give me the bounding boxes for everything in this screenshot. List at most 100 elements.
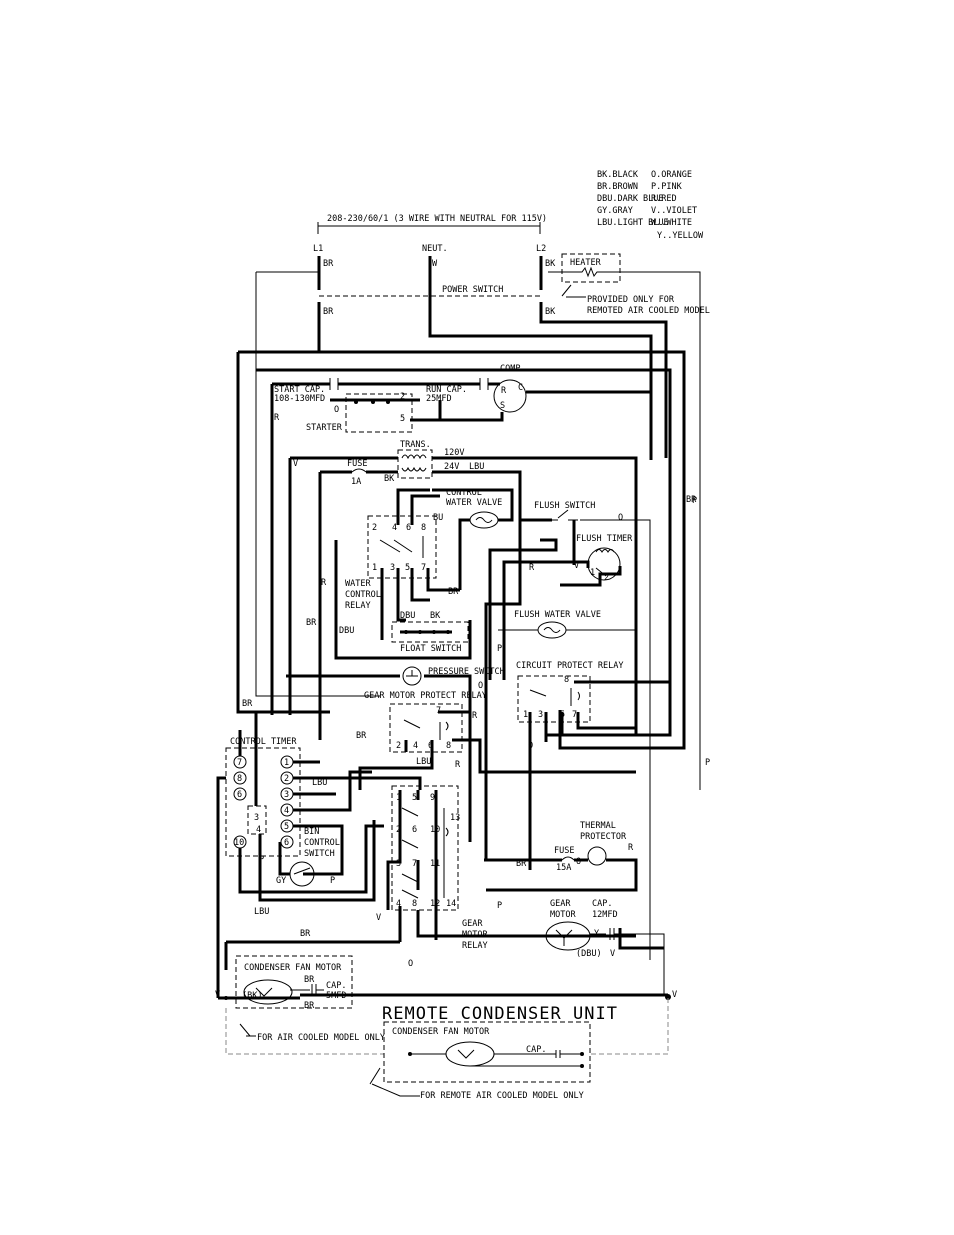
wire-p-2: P [259, 855, 264, 865]
control-timer-label: CONTROL TIMER [230, 737, 297, 747]
start-cap-label: START CAP. [274, 385, 325, 395]
thermal-label-2: PROTECTOR [580, 832, 627, 842]
ct-pin-4b: 4 [284, 806, 289, 816]
wire-bk-3: BK [384, 474, 395, 484]
gmr-pin-3: 3 [396, 859, 401, 869]
wcr-pin-2: 2 [372, 523, 377, 533]
wire-lbu-3: LBU [312, 778, 327, 788]
legend-o: O.ORANGE [651, 170, 692, 180]
v24-label: 24V [444, 462, 459, 472]
heater-label: HEATER [570, 258, 602, 268]
cpr-box [517, 675, 591, 723]
wcr-label-2: CONTROL [345, 590, 381, 600]
comp-terminal-r: R [501, 386, 507, 396]
remote-note: FOR REMOTE AIR COOLED MODEL ONLY [420, 1091, 584, 1101]
flush-valve-label: FLUSH WATER VALVE [514, 610, 601, 620]
wire-dbu-2: DBU [400, 611, 415, 621]
wire-br-6: BR [242, 699, 253, 709]
wire-v-4: V [610, 949, 615, 959]
ct-pin-2: 2 [284, 774, 289, 784]
ct-pin-1: 1 [284, 758, 289, 768]
cfm-box [235, 955, 353, 1009]
remote-terminal-1 [408, 1052, 412, 1056]
fuse2-symbol [561, 856, 575, 861]
neut-label: NEUT. [422, 244, 448, 254]
wire-r-4: R [455, 760, 461, 770]
wire-bk-1: BK [545, 259, 556, 269]
starter-contact-3 [386, 400, 390, 404]
gear-motor-label-2: MOTOR [550, 910, 576, 920]
wire-p-right-2: P [705, 758, 710, 768]
circuit-protect-relay: CIRCUIT PROTECT RELAY 8 1 3 5 7 O [516, 661, 670, 870]
wire-y: Y [594, 929, 599, 939]
heater-note-arrow [561, 284, 586, 298]
v120-label: 120V [444, 448, 464, 458]
ct-pin-7: 7 [237, 758, 242, 768]
bin-switch-wire [278, 842, 290, 876]
wire-o-5: O [408, 959, 413, 969]
fuse2-rating: 15A [556, 863, 571, 873]
remote-cfm-label: CONDENSER FAN MOTOR [392, 1027, 490, 1037]
compressor-motor [493, 379, 527, 413]
cpr-pin-3: 3 [538, 710, 543, 720]
cfm-windings [255, 987, 273, 997]
trans-label: TRANS. [400, 440, 431, 450]
flush-switch-wires [488, 518, 576, 680]
wire-w-1: W [432, 259, 438, 269]
bin-switch-contact [293, 867, 311, 875]
wire-p-1: P [497, 644, 502, 654]
ct-terminal-8 [233, 771, 247, 785]
wire-br-2: BR [323, 307, 334, 317]
comp-s-wire [440, 412, 504, 422]
gmr-contacts [401, 807, 449, 899]
ct-pin-8: 8 [237, 774, 242, 784]
wire-lbu-4: LBU [254, 907, 269, 917]
float-switch-label: FLOAT SWITCH [400, 644, 461, 654]
wire-lbu-2: LBU [416, 757, 431, 767]
ct-pin-10: 10 [234, 838, 244, 848]
ct-pin-4: 4 [256, 825, 261, 835]
cpr-wires [528, 680, 670, 870]
remote-note-arrow [369, 1067, 420, 1097]
cwv-coil [475, 517, 493, 523]
gmpr-out-wire [452, 738, 636, 774]
gear-motor-group: GEAR MOTOR (DBU) CAP. 12MFD Y V [545, 899, 665, 995]
wire-v-2: V [574, 561, 579, 571]
cpr-pin-1: 1 [523, 710, 528, 720]
air-cooled-arrow [239, 1023, 256, 1037]
transformer-box [397, 449, 433, 479]
wire-br-right: BR [686, 495, 697, 505]
wcr-label-1: WATER [345, 579, 371, 589]
cwv-wires [432, 488, 514, 590]
comp-label: COMP. [500, 364, 526, 374]
gmr-wires [386, 790, 636, 940]
thermal-label-1: THERMAL [580, 821, 616, 831]
wcr-pin-4: 4 [392, 523, 397, 533]
wcr-top-wires [396, 488, 440, 525]
cpr-pin-8: 8 [564, 675, 569, 685]
pressure-switch [402, 666, 422, 686]
gear-motor-windings [555, 929, 573, 946]
neutral-wire [428, 256, 653, 460]
gmpr-pin-2: 2 [396, 741, 401, 751]
wcr-pin-3: 3 [390, 563, 395, 573]
gmpr-pin-4: 4 [413, 741, 418, 751]
wire-br-7: BR [516, 859, 527, 869]
wire-p-right: P [692, 496, 697, 506]
wcr-bottom-wires [380, 568, 460, 640]
ct-outer-wires [216, 730, 242, 940]
remote-dashed-links [225, 998, 669, 1055]
run-cap-label: RUN CAP. [426, 385, 467, 395]
remote-fan-windings [457, 1049, 475, 1059]
color-legend: BK.BLACK BR.BROWN DBU.DARK BLUE GY.GRAY … [597, 170, 704, 241]
air-cooled-note: FOR AIR COOLED MODEL ONLY [257, 1033, 385, 1043]
thermal-wires [484, 858, 638, 892]
gmr-pin-6: 6 [412, 825, 417, 835]
wcr-pin-8: 8 [421, 523, 426, 533]
gmr-label-2: MOTOR [462, 930, 488, 940]
starter-pin-5: 5 [400, 414, 405, 424]
wire-r-1: R [274, 413, 280, 423]
gear-motor [545, 921, 591, 951]
gmpr-pin-8: 8 [446, 741, 451, 751]
gm-v-wire [618, 928, 664, 950]
